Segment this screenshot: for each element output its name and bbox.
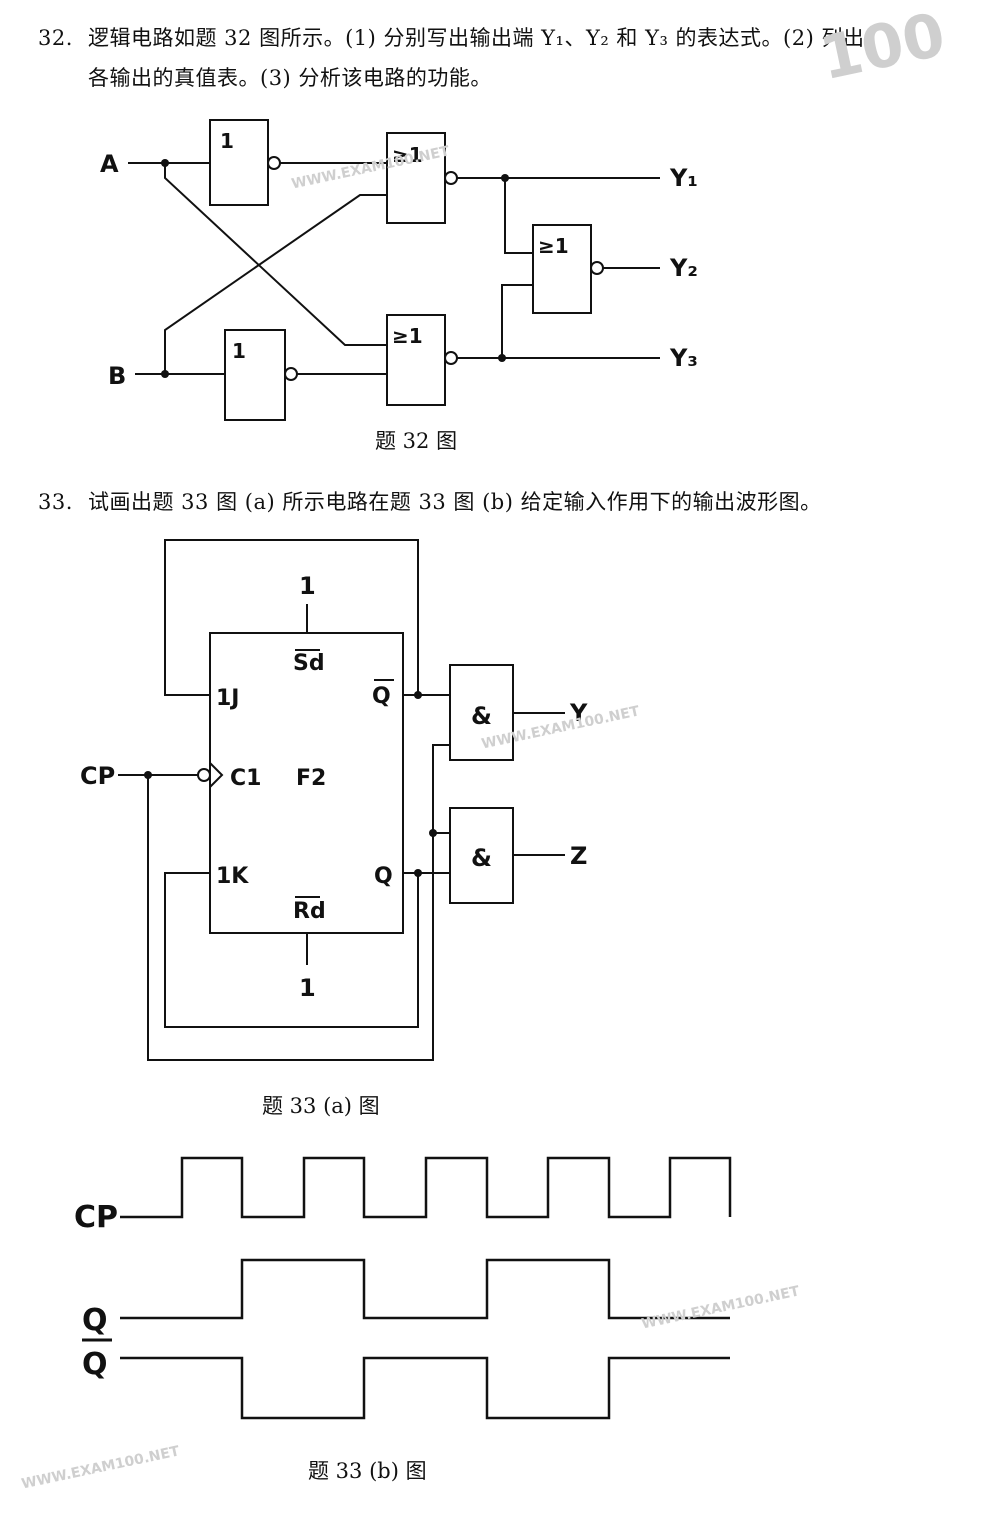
c1-label: C1 (230, 766, 261, 791)
rd-label: Rd (293, 899, 326, 924)
output-y1-label: Y₁ (669, 164, 698, 192)
q-waveform (120, 1258, 730, 1320)
output-y-label: Y (569, 699, 588, 727)
wave-qbar-label: Q (82, 1347, 108, 1382)
or-gate-1-symbol: ≥1 (392, 143, 423, 167)
j-label: 1J (216, 686, 240, 711)
output-y2-label: Y₂ (669, 254, 698, 282)
question-32-line1: 32. 逻辑电路如题 32 图所示。(1) 分别写出输出端 Y₁、Y₂ 和 Y₃ … (38, 18, 988, 58)
figure-33b-caption: 题 33 (b) 图 (308, 1459, 427, 1483)
input-b-label: B (108, 362, 126, 390)
figure-33b (82, 1156, 732, 1420)
output-z-label: Z (570, 842, 587, 870)
or-gate-3-symbol: ≥1 (392, 324, 423, 348)
question-33-text: 试画出题 33 图 (a) 所示电路在题 33 图 (b) 给定输入作用下的输出… (88, 490, 822, 514)
f2-label: F2 (296, 766, 326, 791)
not-gate-b-symbol: 1 (232, 339, 246, 363)
output-y3-label: Y₃ (669, 344, 698, 372)
question-32: 32. 逻辑电路如题 32 图所示。(1) 分别写出输出端 Y₁、Y₂ 和 Y₃ … (38, 18, 988, 98)
k-label: 1K (216, 864, 249, 889)
question-33-number: 33. (38, 490, 73, 514)
qbar-waveform (120, 1356, 730, 1420)
wave-cp-label: CP (74, 1200, 118, 1235)
question-33: 33. 试画出题 33 图 (a) 所示电路在题 33 图 (b) 给定输入作用下… (38, 482, 988, 522)
sd-label: Sd (293, 651, 325, 676)
sd-input-one: 1 (299, 572, 316, 600)
question-32-line2: 各输出的真值表。(3) 分析该电路的功能。 (88, 66, 492, 90)
and-gate-y-symbol: & (471, 702, 492, 730)
and-gate-z-symbol: & (471, 844, 492, 872)
junction-dots (144, 159, 509, 877)
figure-32-caption: 题 32 图 (375, 429, 458, 453)
cp-waveform (120, 1156, 732, 1219)
rd-input-one: 1 (299, 974, 316, 1002)
or-gate-2-symbol: ≥1 (538, 234, 569, 258)
input-a-label: A (100, 150, 119, 178)
q-label: Q (374, 864, 393, 889)
figure-33a (118, 539, 565, 1061)
wave-q-label: Q (82, 1303, 108, 1338)
question-32-text: 逻辑电路如题 32 图所示。(1) 分别写出输出端 Y₁、Y₂ 和 Y₃ 的表达… (88, 26, 865, 50)
figure-33a-caption: 题 33 (a) 图 (262, 1094, 380, 1118)
question-32-number: 32. (38, 26, 73, 50)
figure-32 (128, 119, 660, 421)
cp-label: CP (80, 762, 115, 790)
qbar-label: Q (372, 684, 391, 709)
not-gate-a (209, 119, 269, 206)
not-gate-a-symbol: 1 (220, 129, 234, 153)
